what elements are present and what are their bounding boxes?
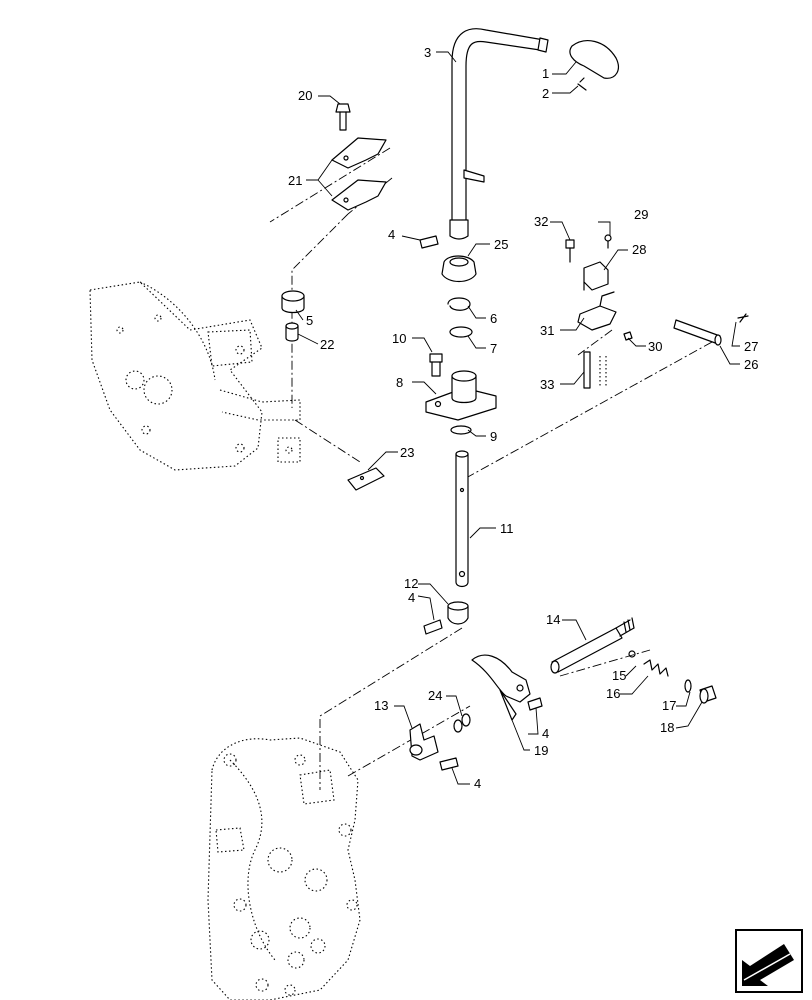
- part-29-screw: [604, 234, 612, 249]
- part-8-support: [425, 370, 497, 421]
- callout-11: 11: [500, 521, 514, 536]
- part-33-cable: [583, 351, 607, 389]
- callout-3: 3: [424, 45, 431, 60]
- callout-14: 14: [546, 612, 560, 627]
- part-5-bushing: [281, 290, 305, 314]
- part-30-nut: [623, 331, 633, 341]
- callout-5: 5: [306, 313, 313, 328]
- part-10-bolt: [429, 353, 443, 377]
- callout-7: 7: [490, 341, 497, 356]
- part-20-bolt: [335, 103, 351, 131]
- callout-10: 10: [392, 331, 406, 346]
- part-17-ring: [684, 679, 692, 693]
- part-4-pin: [419, 235, 543, 771]
- part-6-clip: [447, 297, 471, 311]
- callout-4: 4: [388, 227, 395, 242]
- callout-18: 18: [660, 720, 674, 735]
- callout-12: 12: [404, 576, 418, 591]
- part-3-lever: [449, 28, 549, 240]
- callout-22: 22: [320, 337, 334, 352]
- transmission-housing: [207, 737, 361, 1000]
- part-7-ring: [449, 326, 473, 338]
- callout-31: 31: [540, 323, 554, 338]
- callout-20: 20: [298, 88, 312, 103]
- callout-24: 24: [428, 688, 442, 703]
- part-12-yoke: [447, 601, 469, 625]
- callout-labels: 1 2 3 4 5 6 7 8 9 10 11 12 4 13 14 15 16…: [288, 45, 758, 791]
- part-27-screw: [737, 313, 749, 323]
- part-22-sleeve: [285, 322, 299, 342]
- callout-27: 27: [744, 339, 758, 354]
- callout-6: 6: [490, 311, 497, 326]
- callout-21: 21: [288, 173, 302, 188]
- callout-32: 32: [534, 214, 548, 229]
- callout-33: 33: [540, 377, 554, 392]
- part-1-knob: [569, 40, 619, 79]
- leader-lines: [295, 51, 740, 785]
- callout-23: 23: [400, 445, 414, 460]
- assembly-lines: [269, 147, 713, 790]
- callout-25: 25: [494, 237, 508, 252]
- part-18-plug: [699, 685, 717, 704]
- part-21-bracket: [331, 137, 387, 211]
- callout-28: 28: [632, 242, 646, 257]
- part-13-bracket: [409, 723, 439, 761]
- part-25-boot: [441, 255, 477, 283]
- part-28-sensor: [583, 261, 609, 291]
- part-19-fork: [471, 654, 531, 721]
- callout-15: 15: [612, 668, 626, 683]
- callout-4d: 4: [474, 776, 481, 791]
- part-11-shaft: [455, 450, 469, 588]
- callout-29: 29: [634, 207, 648, 222]
- callout-2: 2: [542, 86, 549, 101]
- callout-16: 16: [606, 686, 620, 701]
- callout-19: 19: [534, 743, 548, 758]
- callout-30: 30: [648, 339, 662, 354]
- callout-9: 9: [490, 429, 497, 444]
- part-2-screw: [577, 77, 587, 91]
- callout-26: 26: [744, 357, 758, 372]
- arrow-icon[interactable]: [735, 929, 803, 993]
- part-26-lever: [673, 319, 722, 346]
- callout-1: 1: [542, 66, 549, 81]
- callout-4c: 4: [542, 726, 549, 741]
- part-23-plate: [347, 467, 385, 491]
- left-housing-bracket: [89, 281, 301, 471]
- part-14-rod: [550, 617, 635, 674]
- callout-8: 8: [396, 375, 403, 390]
- part-16-spring: [643, 659, 669, 677]
- part-31-bracket: [577, 291, 617, 331]
- callout-13: 13: [374, 698, 388, 713]
- part-9-ring: [450, 425, 472, 435]
- callout-4b: 4: [408, 590, 415, 605]
- callout-17: 17: [662, 698, 676, 713]
- part-15-ball: [628, 650, 636, 658]
- part-32-screw: [565, 239, 575, 263]
- part-24-washer: [453, 713, 471, 733]
